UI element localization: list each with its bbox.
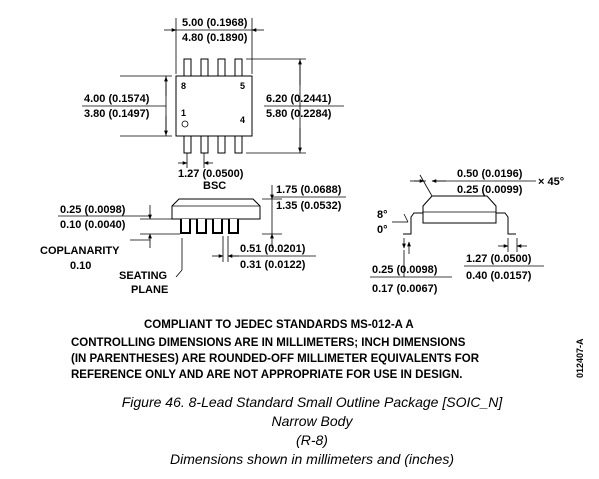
coplanarity-label: COPLANARITY xyxy=(40,245,120,257)
end-lead-left xyxy=(403,212,423,235)
pin1-marker xyxy=(181,120,189,128)
top-view: 8 5 1 4 5.00 (0.1968) 4.80 (0.1890) 4.00… xyxy=(82,17,344,192)
dim-width-min: 4.80 (0.1890) xyxy=(182,32,248,44)
end-view: 0.50 (0.0196) 0.25 (0.0099) × 45° 8° 0° … xyxy=(370,168,564,295)
caption-line-4: Dimensions shown in millimeters and (inc… xyxy=(170,451,454,467)
pin-8-label: 8 xyxy=(181,81,186,91)
dim-width-max: 5.00 (0.1968) xyxy=(182,17,248,29)
figure-caption: Figure 46. 8-Lead Standard Small Outline… xyxy=(122,394,504,467)
note-line-3: (IN PARENTHESES) ARE ROUNDED-OFF MILLIME… xyxy=(71,353,480,365)
bottom-leads xyxy=(183,135,243,154)
dim-thickness-min: 0.17 (0.0067) xyxy=(372,283,438,295)
side-view-body xyxy=(171,198,261,220)
dim-chamfer-angle: × 45° xyxy=(538,176,564,188)
caption-line-2: Narrow Body xyxy=(272,413,354,429)
dim-lead-width-max: 0.51 (0.0201) xyxy=(240,243,306,255)
note-line-4: REFERENCE ONLY AND ARE NOT APPROPRIATE F… xyxy=(71,369,462,381)
caption-line-1: Figure 46. 8-Lead Standard Small Outline… xyxy=(122,394,504,410)
pin-4-label: 4 xyxy=(240,115,245,125)
pin-5-label: 5 xyxy=(240,81,245,91)
dim-lead-width-min: 0.31 (0.0122) xyxy=(240,259,306,271)
dim-angle-min: 0° xyxy=(377,224,388,236)
pin-1-label: 1 xyxy=(181,108,186,118)
note-line-1: COMPLIANT TO JEDEC STANDARDS MS-012-A A xyxy=(144,319,414,331)
dim-height-max: 1.75 (0.0688) xyxy=(276,184,342,196)
note-line-2: CONTROLLING DIMENSIONS ARE IN MILLIMETER… xyxy=(71,337,466,349)
notes-block: COMPLIANT TO JEDEC STANDARDS MS-012-A A … xyxy=(71,319,585,381)
seating-plane-line1: SEATING xyxy=(119,270,167,282)
dim-chamfer-max: 0.50 (0.0196) xyxy=(457,168,523,180)
side-leads xyxy=(180,219,239,234)
dim-foot-min: 0.40 (0.0157) xyxy=(466,270,532,282)
end-view-body xyxy=(422,195,497,224)
coplanarity-value: 0.10 xyxy=(70,260,91,272)
dim-span-max: 6.20 (0.2441) xyxy=(266,93,332,105)
caption-line-3: (R-8) xyxy=(296,432,328,448)
top-leads xyxy=(183,58,243,77)
dim-pitch: 1.27 (0.0500) xyxy=(178,168,244,180)
dim-pitch-note: BSC xyxy=(203,180,226,192)
top-view-body xyxy=(175,75,253,137)
dim-body-width-min: 3.80 (0.1497) xyxy=(84,108,150,120)
dim-height-min: 1.35 (0.0532) xyxy=(276,200,342,212)
drawing-id: 012407-A xyxy=(575,338,585,378)
dim-angle-max: 8° xyxy=(377,209,388,221)
end-lead-right xyxy=(496,212,516,235)
seating-plane-line2: PLANE xyxy=(131,284,168,296)
dim-foot-max: 1.27 (0.0500) xyxy=(466,253,532,265)
dim-standoff-max: 0.25 (0.0098) xyxy=(60,204,126,216)
dim-body-width-max: 4.00 (0.1574) xyxy=(84,93,150,105)
dim-chamfer-min: 0.25 (0.0099) xyxy=(457,184,523,196)
dim-thickness-max: 0.25 (0.0098) xyxy=(372,264,438,276)
dim-span-min: 5.80 (0.2284) xyxy=(266,108,332,120)
side-view: 1.75 (0.0688) 1.35 (0.0532) 0.25 (0.0098… xyxy=(40,184,346,296)
dim-standoff-min: 0.10 (0.0040) xyxy=(60,219,126,231)
